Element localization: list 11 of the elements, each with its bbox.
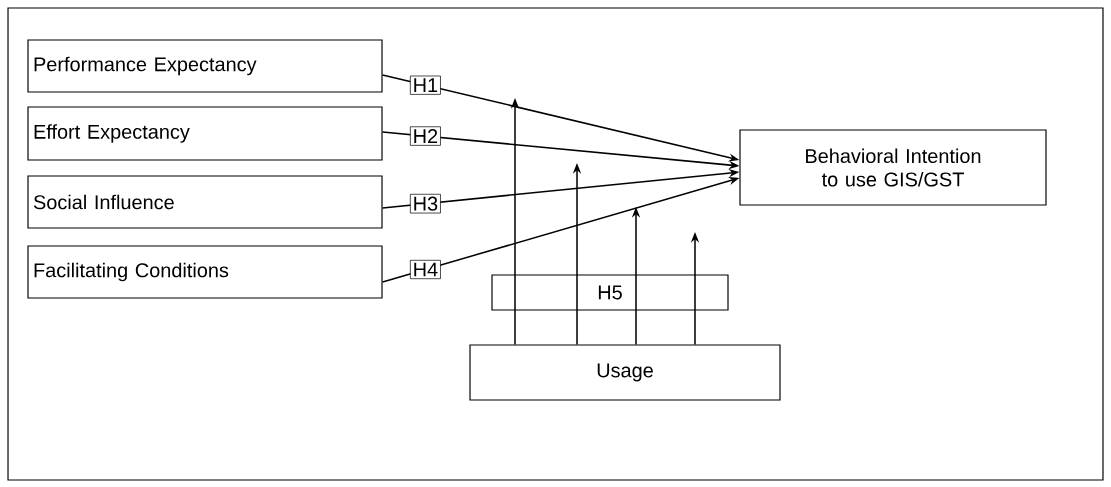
- construct-box: Effort Expectancy: [27, 106, 383, 161]
- edge-label: H4: [410, 259, 441, 280]
- construct-box: Facilitating Conditions: [27, 245, 383, 299]
- outcome-box: Behavioral Intention to use GIS/GST: [739, 129, 1047, 206]
- edge-label: H1: [410, 75, 441, 95]
- construct-box: Performance Expectancy: [27, 39, 383, 93]
- hypothesis-box: H5: [491, 274, 729, 311]
- moderator-box: Usage: [469, 344, 781, 401]
- edge-label: H3: [410, 193, 441, 214]
- edge-label: H2: [410, 126, 441, 146]
- construct-box: Social Influence: [27, 175, 383, 229]
